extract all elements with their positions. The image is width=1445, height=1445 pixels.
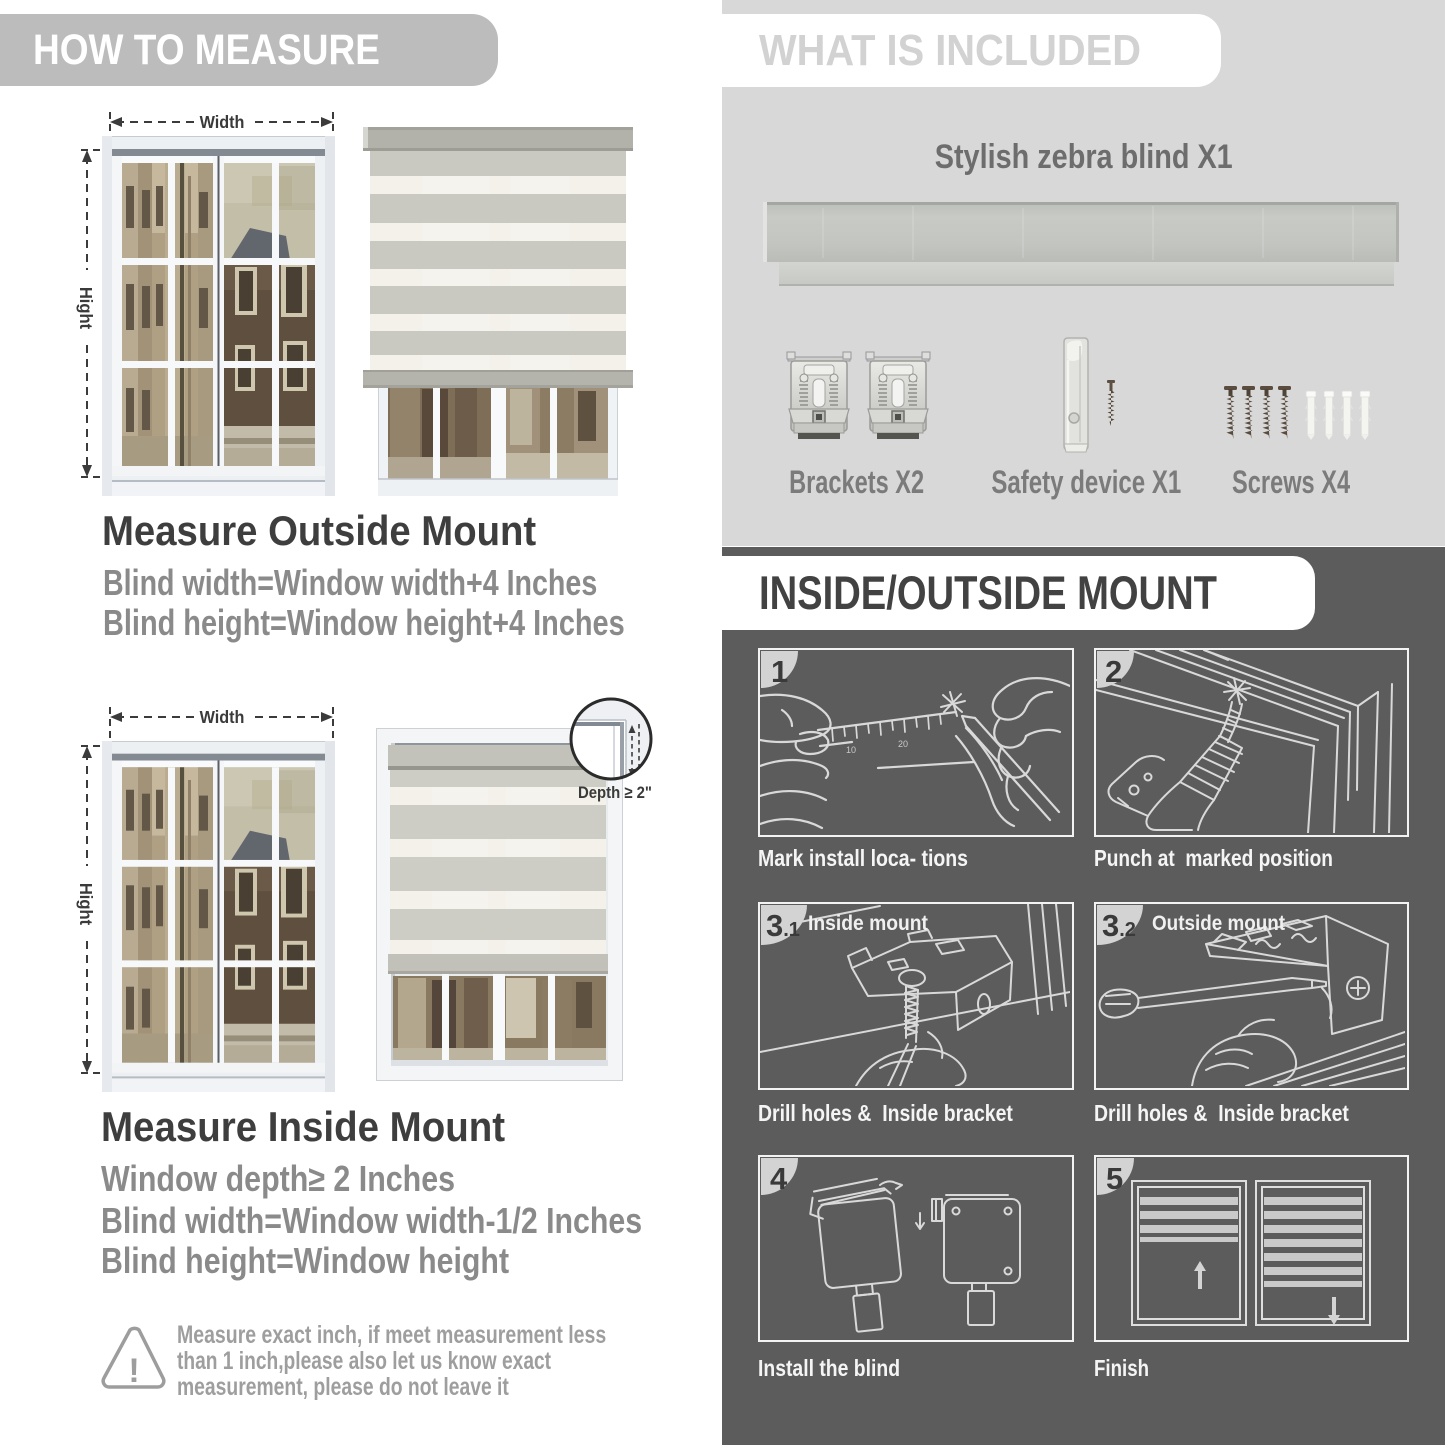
svg-text:!: ! — [128, 1352, 139, 1390]
svg-text:20: 20 — [898, 739, 908, 749]
svg-text:Width: Width — [200, 112, 245, 132]
svg-text:10: 10 — [846, 745, 856, 755]
svg-text:Width: Width — [200, 707, 245, 727]
svg-text:Hight: Hight — [76, 883, 97, 926]
svg-text:Hight: Hight — [76, 287, 97, 330]
